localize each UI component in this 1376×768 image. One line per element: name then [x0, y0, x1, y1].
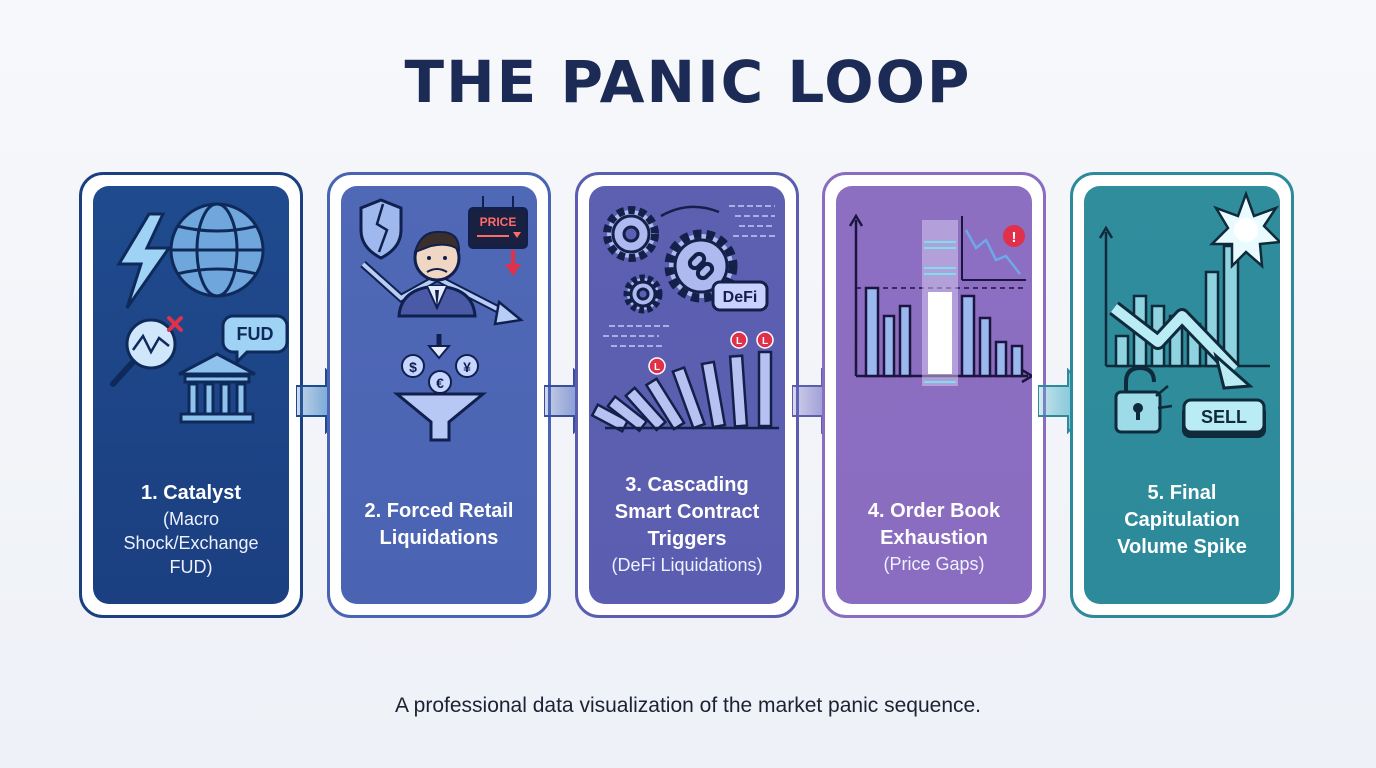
- stage-cascading-triggers: DeFi L L: [575, 172, 799, 618]
- liquidation-marker-label: L: [736, 336, 742, 347]
- stage-subtitle: (Price Gaps): [883, 554, 985, 574]
- worried-trader-icon: [397, 230, 477, 318]
- stage-subtitle: (DeFi Liquidations): [611, 555, 763, 575]
- broken-shield-icon: [359, 198, 403, 260]
- footer-caption: A professional data visualization of the…: [394, 694, 982, 717]
- price-gap-highlight: [928, 292, 952, 374]
- stage-title: Liquidations: [379, 527, 499, 549]
- stage-subtitle: (Macro: [162, 509, 219, 529]
- catalyst-icon-group: FUD: [110, 202, 289, 424]
- stage-title: Exhaustion: [880, 527, 988, 549]
- stage-panel: SELL 5. Final Capitulation Volume Spike: [1084, 186, 1280, 604]
- code-lines-decoration: [603, 205, 775, 347]
- svg-text:€: €: [436, 375, 444, 391]
- price-sign-icon: PRICE: [468, 196, 528, 276]
- stage-title: Volume Spike: [1117, 536, 1247, 558]
- stage-panel: DeFi L L: [589, 186, 785, 604]
- cascade-icon-group: DeFi L L: [590, 205, 779, 433]
- defi-badge: DeFi: [711, 280, 769, 312]
- fud-speech-bubble: FUD: [221, 314, 289, 366]
- stage-panel: ! 4. Order Book Exhaustion (Price Gaps): [836, 186, 1032, 604]
- order-book-bars: [864, 286, 1024, 378]
- bank-icon: [178, 352, 256, 424]
- price-label: PRICE: [480, 215, 517, 229]
- stage-caption: 2. Forced Retail Liquidations: [345, 498, 533, 552]
- globe-icon: [169, 202, 265, 298]
- lightning-icon: [116, 212, 172, 309]
- stage-title: Smart Contract: [614, 501, 760, 523]
- stage-panel: PRICE $ ¥ €: [341, 186, 537, 604]
- stage-title: 4. Order Book: [867, 500, 1001, 522]
- page-title: THE PANIC LOOP: [404, 48, 972, 116]
- alert-label: !: [1012, 229, 1017, 246]
- stage-title: 5. Final: [1147, 482, 1217, 504]
- sell-label: SELL: [1201, 407, 1247, 427]
- liquidation-icon-group: PRICE $ ¥ €: [359, 196, 528, 442]
- stage-final-capitulation: SELL 5. Final Capitulation Volume Spike: [1070, 172, 1294, 618]
- stage-caption: 3. Cascading Smart Contract Triggers (De…: [593, 472, 781, 577]
- stage-caption: 4. Order Book Exhaustion (Price Gaps): [840, 498, 1028, 576]
- stage-title: 2. Forced Retail: [364, 500, 514, 522]
- svg-text:$: $: [409, 359, 417, 375]
- stage-panel: FUD 1. Catalyst (Macro Shock/Exchange FU…: [93, 186, 289, 604]
- stage-forced-liquidations: PRICE $ ¥ €: [327, 172, 551, 618]
- mini-crash-chart-icon: !: [961, 216, 1026, 281]
- stage-title: 3. Cascading: [625, 474, 749, 496]
- liquidation-marker-label: L: [654, 362, 660, 373]
- stage-catalyst: FUD 1. Catalyst (Macro Shock/Exchange FU…: [79, 172, 303, 618]
- stage-title: 1. Catalyst: [140, 482, 242, 504]
- sell-button-icon: SELL: [1182, 398, 1266, 438]
- stage-subtitle: Shock/Exchange: [123, 533, 259, 553]
- liquidation-marker-icons: L L L: [648, 331, 774, 375]
- defi-label: DeFi: [723, 289, 758, 306]
- stage-caption: 5. Final Capitulation Volume Spike: [1088, 480, 1276, 561]
- liquidation-marker-label: L: [762, 336, 768, 347]
- falling-dominoes-icon: [590, 350, 779, 433]
- capitulation-icon-group: SELL: [1098, 190, 1280, 438]
- stage-title: Triggers: [647, 528, 727, 550]
- crash-arrow-icon: [1109, 301, 1254, 390]
- broken-lock-icon: [1114, 365, 1173, 434]
- starburst-icon: [1208, 190, 1280, 270]
- chain-link-icon: [687, 251, 715, 281]
- svg-text:¥: ¥: [463, 359, 471, 375]
- stage-order-book-exhaustion: ! 4. Order Book Exhaustion (Price Gaps): [822, 172, 1046, 618]
- fud-label: FUD: [237, 324, 274, 344]
- gap-marks: [924, 241, 956, 383]
- rotation-arrow-icon: [660, 205, 720, 218]
- order-book-icon-group: !: [848, 213, 1032, 386]
- stage-title: Capitulation: [1124, 509, 1240, 531]
- stage-caption: 1. Catalyst (Macro Shock/Exchange FUD): [97, 480, 285, 579]
- stage-subtitle: FUD): [169, 557, 213, 577]
- funnel-coins-icon: $ ¥ €: [392, 334, 488, 442]
- magnifier-chart-icon: [110, 316, 183, 387]
